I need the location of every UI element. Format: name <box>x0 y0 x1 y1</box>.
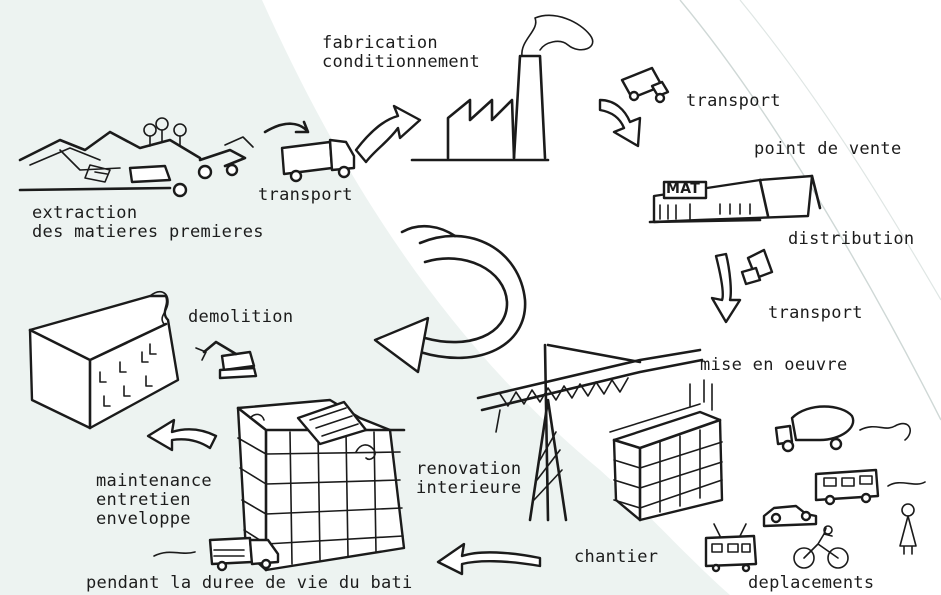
mine-icon <box>18 117 254 198</box>
truck-icon <box>153 536 280 572</box>
label-mise-en-oeuvre: mise en oeuvre <box>700 355 848 375</box>
building-icon <box>609 379 724 522</box>
flow-arrow <box>354 104 422 164</box>
truck-icon <box>620 66 670 104</box>
label-extraction: extraction des matieres premieres <box>32 203 264 242</box>
factory-icon <box>410 14 594 162</box>
flow-arrow <box>436 542 542 576</box>
label-transport-mid: transport <box>258 185 353 205</box>
truck-icon <box>740 248 774 286</box>
store-icon <box>648 174 822 224</box>
label-point-de-vente: point de vente <box>754 139 902 159</box>
tram-icon <box>704 523 758 573</box>
cycle-arrow-icon <box>373 224 527 374</box>
excavator-icon <box>195 340 258 380</box>
label-chantier: chantier <box>574 547 659 567</box>
crane-icon <box>476 343 704 522</box>
building-icon <box>28 290 180 430</box>
label-fabrication: fabrication conditionnement <box>322 33 481 72</box>
bicycle-icon <box>793 525 849 569</box>
label-demolition: demolition <box>188 307 294 327</box>
flow-arrow <box>598 98 642 148</box>
label-maintenance: maintenance entretien enveloppe <box>96 471 212 529</box>
shop-sign: MAT <box>666 181 701 197</box>
flow-arrow <box>146 418 218 452</box>
label-transport-top: transport <box>686 91 781 111</box>
cement-mixer-icon <box>774 405 911 453</box>
car-icon <box>762 504 818 528</box>
label-distribution: distribution <box>788 229 915 249</box>
label-pendant: pendant la duree de vie du bati <box>86 573 413 593</box>
person-icon <box>899 503 917 555</box>
flow-arrow <box>710 252 742 324</box>
flow-arrow <box>263 120 310 134</box>
bus-icon <box>814 468 926 506</box>
truck-icon <box>280 138 356 183</box>
label-renovation: renovation interieure <box>416 459 522 498</box>
label-deplacements: deplacements <box>748 573 875 593</box>
label-transport-right: transport <box>768 303 863 323</box>
